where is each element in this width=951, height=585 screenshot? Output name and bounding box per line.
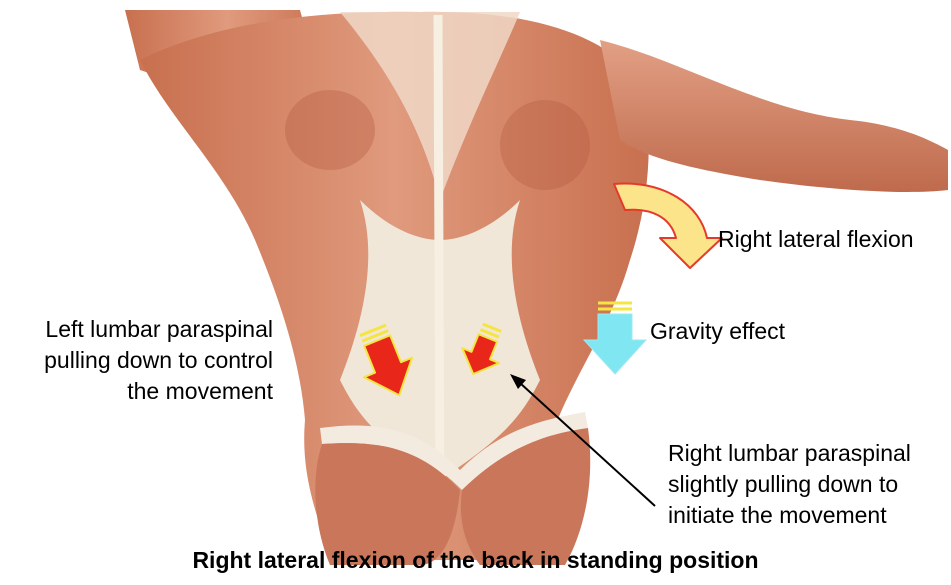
right-lumbar-label: Right lumbar paraspinal slightly pulling… [668, 438, 911, 531]
gravity-effect-label: Gravity effect [650, 316, 785, 347]
left-scapula [285, 90, 375, 170]
right-scapula [500, 100, 590, 190]
figure-caption: Right lateral flexion of the back in sta… [0, 545, 951, 575]
right-arm [600, 40, 948, 192]
left-lumbar-label: Left lumbar paraspinal pulling down to c… [8, 314, 273, 407]
left-lumbar-label-line-1: Left lumbar paraspinal [8, 314, 273, 345]
left-lumbar-label-line-3: the movement [8, 376, 273, 407]
right-lumbar-label-line-3: initiate the movement [668, 500, 911, 531]
right-lateral-flexion-label: Right lateral flexion [718, 224, 914, 255]
right-lumbar-label-line-1: Right lumbar paraspinal [668, 438, 911, 469]
spine [438, 15, 440, 520]
right-lumbar-label-line-2: slightly pulling down to [668, 469, 911, 500]
left-lumbar-label-line-2: pulling down to control [8, 345, 273, 376]
